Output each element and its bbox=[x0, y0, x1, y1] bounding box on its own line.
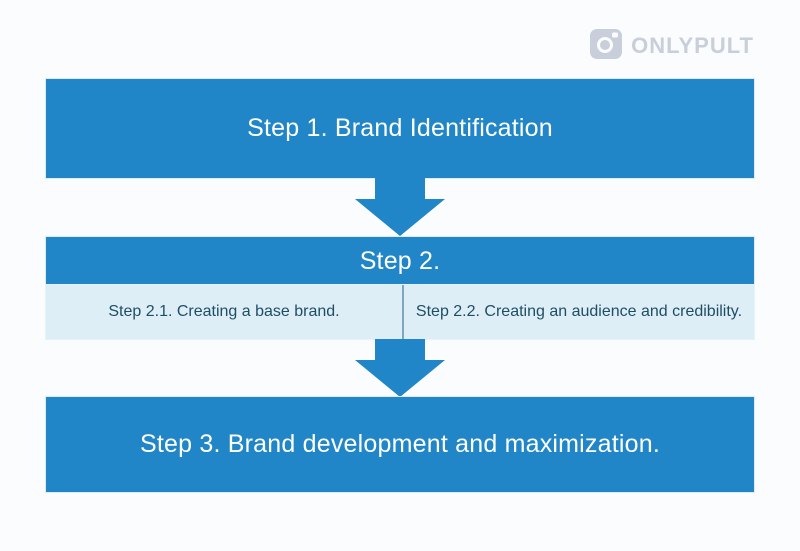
step2-substep-1: Step 2.1. Creating a base brand. bbox=[46, 285, 402, 339]
substeps-divider bbox=[402, 285, 404, 339]
step2-label: Step 2. bbox=[359, 246, 441, 275]
down-arrow-icon bbox=[355, 178, 445, 236]
step1-label: Step 1. Brand Identification bbox=[247, 114, 553, 142]
step2-banner: Step 2. bbox=[46, 237, 754, 285]
brand-name: ONLYPULT bbox=[631, 33, 754, 58]
camera-icon bbox=[590, 28, 623, 64]
step1-banner: Step 1. Brand Identification bbox=[46, 79, 754, 178]
brand-logo: ONLYPULT bbox=[590, 28, 754, 64]
step2-substep-2-label: Step 2.2. Creating an audience and credi… bbox=[415, 303, 743, 320]
down-arrow-icon bbox=[355, 339, 445, 397]
step3-label: Step 3. Brand development and maximizati… bbox=[139, 430, 660, 458]
step2-substep-1-label: Step 2.1. Creating a base brand. bbox=[108, 303, 340, 320]
step2-substep-2: Step 2.2. Creating an audience and credi… bbox=[404, 285, 754, 339]
step2-substeps-row: Step 2.1. Creating a base brand. Step 2.… bbox=[46, 285, 754, 339]
step3-banner: Step 3. Brand development and maximizati… bbox=[46, 397, 754, 492]
